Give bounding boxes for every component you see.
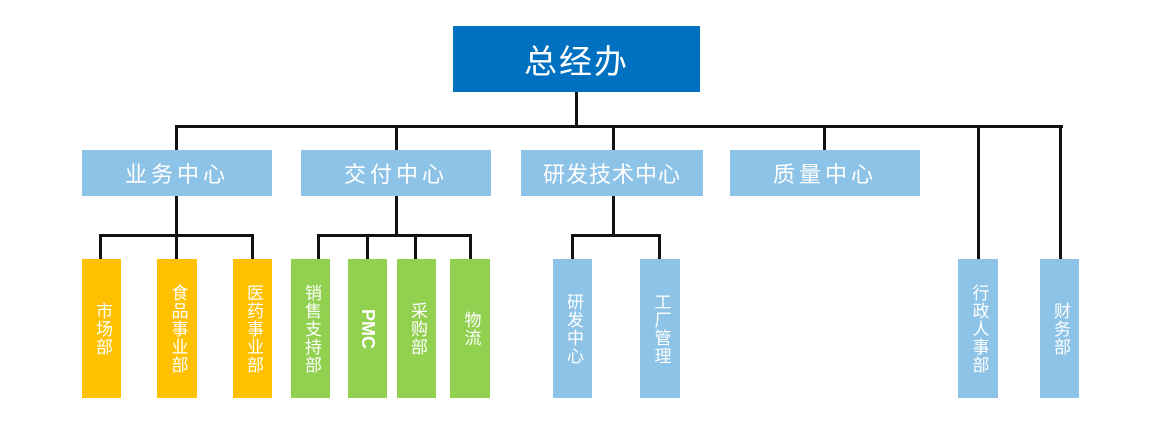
center-node-label: 研发技术中心	[542, 163, 681, 188]
dept-node-label: 物流	[460, 310, 481, 347]
connector-delivery-child-1	[317, 234, 320, 259]
connector-to-business-center	[175, 125, 178, 150]
connector-to-finance	[1059, 125, 1062, 259]
center-node-label: 业务中心	[124, 163, 229, 188]
root-node-label: 总经办	[524, 42, 629, 81]
connector-business-child-1	[99, 234, 102, 259]
connector-delivery-bar	[317, 234, 472, 237]
connector-to-delivery-center	[395, 125, 398, 150]
root-node-general-office: 总经办	[453, 26, 700, 92]
connector-main-bar	[175, 125, 1063, 128]
connector-to-quality-center	[823, 125, 826, 150]
dept-node-label: 销售支持部	[301, 283, 321, 374]
connector-rd-child-1	[571, 234, 574, 259]
dept-node-label: 行政人事部	[968, 283, 989, 374]
connector-to-admin-hr	[977, 125, 980, 259]
connector-delivery-child-2	[366, 234, 369, 259]
dept-node-pmc: PMC	[348, 259, 387, 398]
center-node-label: 交付中心	[343, 163, 448, 188]
dept-node-label: 医药事业部	[243, 283, 263, 374]
dept-node-sales-support: 销售支持部	[291, 259, 330, 398]
connector-delivery-child-4	[469, 234, 472, 259]
dept-node-label: 市场部	[92, 301, 112, 356]
dept-node-label: 工厂管理	[650, 292, 671, 365]
dept-node-admin-hr: 行政人事部	[958, 259, 998, 398]
connector-root-down	[575, 92, 578, 127]
dept-node-label: 研发中心	[563, 292, 583, 365]
dept-node-finance: 财务部	[1040, 259, 1079, 398]
center-node-quality: 质量中心	[730, 150, 920, 196]
dept-node-label: 采购部	[407, 301, 427, 356]
dept-node-logistics: 物流	[450, 259, 490, 398]
dept-node-marketing: 市场部	[82, 259, 121, 398]
connector-to-rd-center	[612, 125, 615, 150]
connector-delivery-down	[395, 196, 398, 236]
center-node-rd-tech: 研发技术中心	[521, 150, 703, 196]
connector-business-down	[175, 196, 178, 236]
connector-delivery-child-3	[414, 234, 417, 259]
dept-node-label: PMC	[358, 308, 378, 349]
connector-rd-down	[612, 196, 615, 236]
dept-node-factory-management: 工厂管理	[640, 259, 680, 398]
connector-business-child-3	[251, 234, 254, 259]
connector-rd-child-2	[658, 234, 661, 259]
connector-rd-bar	[571, 234, 661, 237]
center-node-delivery: 交付中心	[301, 150, 491, 196]
dept-node-label: 财务部	[1050, 301, 1070, 356]
center-node-label: 质量中心	[772, 163, 877, 188]
dept-node-rd-center: 研发中心	[553, 259, 592, 398]
center-node-business: 业务中心	[82, 150, 272, 196]
dept-node-food-business: 食品事业部	[157, 259, 197, 398]
dept-node-pharma-business: 医药事业部	[233, 259, 272, 398]
dept-node-procurement: 采购部	[397, 259, 436, 398]
dept-node-label: 食品事业部	[167, 283, 188, 374]
connector-business-child-2	[175, 234, 178, 259]
